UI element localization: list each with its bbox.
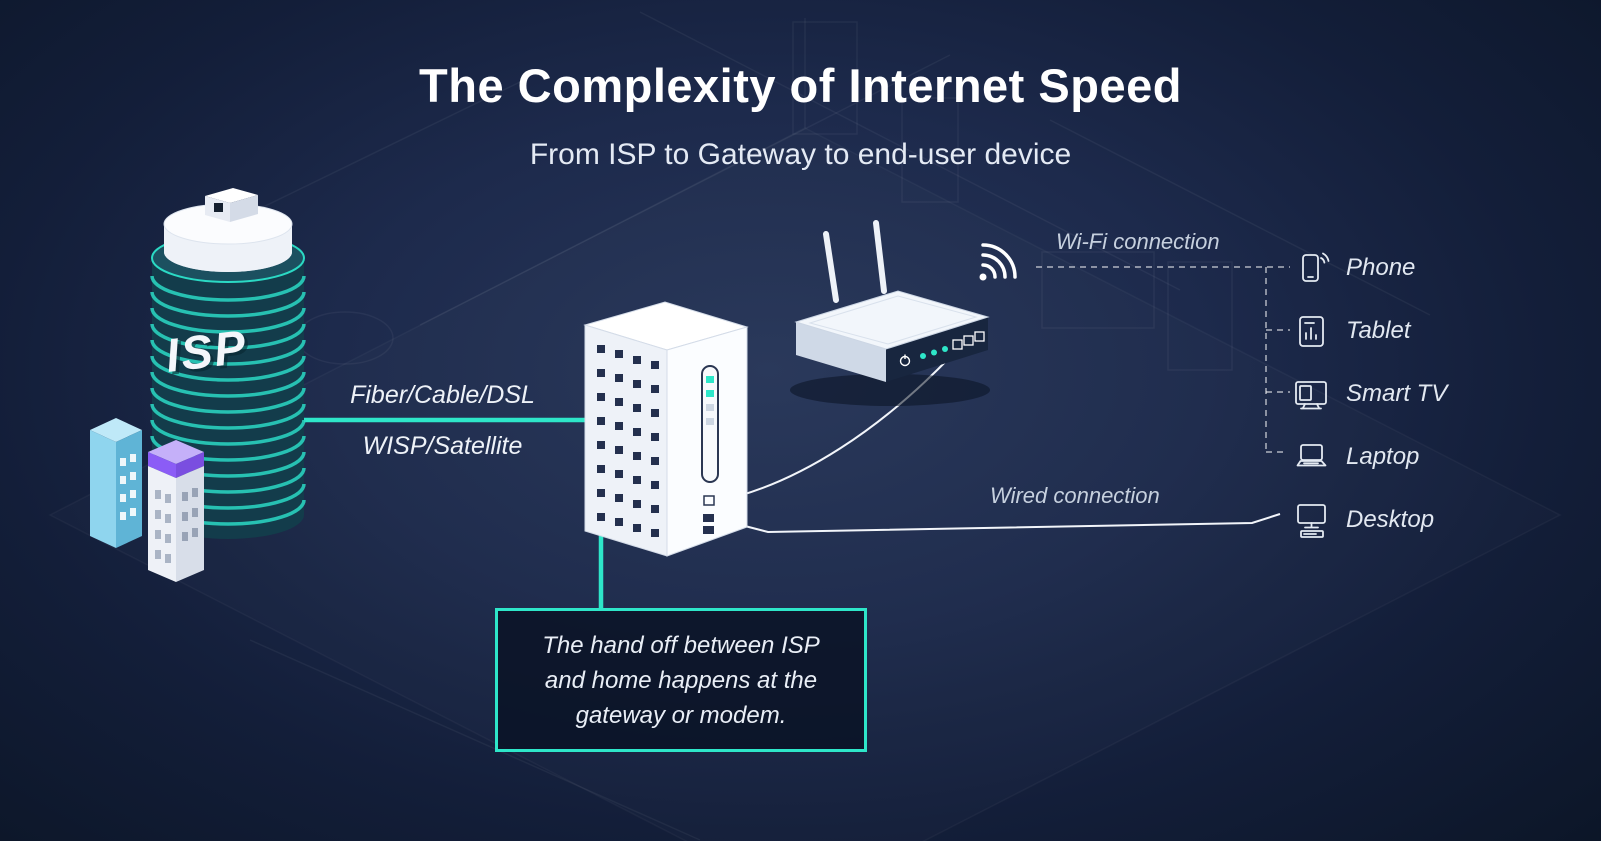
isp-label: ISP bbox=[163, 319, 251, 382]
router-antenna bbox=[873, 220, 887, 294]
wifi-signal-icon bbox=[979, 243, 1017, 281]
laptop-icon bbox=[1288, 434, 1334, 480]
wifi-dashed-line bbox=[1036, 266, 1290, 453]
callout-box: The hand off between ISP and home happen… bbox=[495, 608, 867, 752]
isp-label-shadow: ISP bbox=[166, 322, 254, 385]
blue-building bbox=[90, 418, 142, 548]
router-led bbox=[920, 353, 926, 359]
device-label: Tablet bbox=[1346, 316, 1411, 344]
device-tablet: Tablet bbox=[1288, 299, 1447, 362]
wisp-satellite-label: WISP/Satellite bbox=[362, 432, 523, 460]
device-label: Laptop bbox=[1346, 442, 1420, 470]
router-led bbox=[942, 346, 948, 352]
phone-icon bbox=[1288, 245, 1334, 291]
modem-port bbox=[703, 526, 714, 534]
smart-tv-icon bbox=[1288, 371, 1334, 417]
modem-gateway bbox=[583, 301, 749, 557]
router-port bbox=[952, 339, 963, 350]
page-title: The Complexity of Internet Speed bbox=[419, 59, 1182, 112]
device-smart-tv: Smart TV bbox=[1288, 362, 1447, 425]
modem-port bbox=[703, 514, 714, 522]
device-label: Smart TV bbox=[1346, 379, 1448, 407]
desktop-icon bbox=[1288, 497, 1334, 543]
router-port bbox=[963, 335, 974, 346]
router bbox=[790, 220, 990, 406]
device-desktop: Desktop bbox=[1288, 488, 1447, 551]
wired-connection-label: Wired connection bbox=[990, 483, 1160, 508]
device-label: Desktop bbox=[1346, 505, 1435, 533]
router-port bbox=[974, 331, 985, 342]
tablet-icon bbox=[1288, 308, 1334, 354]
page-subtitle: From ISP to Gateway to end-user device bbox=[529, 138, 1072, 171]
modem-button bbox=[703, 495, 715, 506]
callout-text: The hand off between ISP and home happen… bbox=[542, 631, 820, 729]
device-list: Phone Tablet bbox=[1288, 236, 1447, 551]
cap-vent bbox=[214, 203, 223, 212]
device-phone: Phone bbox=[1288, 236, 1447, 299]
router-shadow bbox=[790, 374, 990, 406]
wired-line bbox=[713, 513, 1281, 534]
router-led bbox=[931, 349, 937, 356]
isp-building: ISP ISP bbox=[90, 188, 306, 582]
device-label: Phone bbox=[1346, 253, 1416, 281]
device-laptop: Laptop bbox=[1288, 425, 1447, 488]
router-antenna bbox=[823, 231, 839, 303]
fiber-cable-dsl-label: Fiber/Cable/DSL bbox=[350, 381, 535, 409]
modem-vent-dots bbox=[597, 345, 659, 537]
wifi-connection-label: Wi-Fi connection bbox=[1056, 229, 1220, 254]
white-building bbox=[148, 440, 204, 582]
